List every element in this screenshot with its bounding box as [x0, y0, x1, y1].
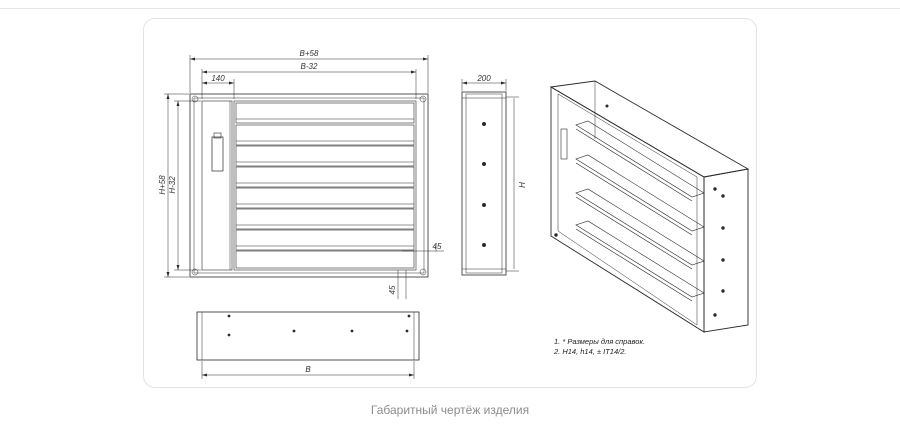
- technical-drawing: B+58 B-32 140 H+58 H-32 45 45 200 H B 1.…: [158, 49, 750, 379]
- drawing-card: B+58 B-32 140 H+58 H-32 45 45 200 H B 1.…: [143, 18, 757, 388]
- dim-label-200: 200: [476, 74, 491, 83]
- top-divider: [0, 8, 900, 9]
- side-dimensions: [461, 79, 515, 269]
- side-view: [461, 91, 519, 276]
- drawing-caption: Габаритный чертёж изделия: [370, 403, 530, 417]
- drawing-note-2: 2. H14, h14, ± IT14/2.: [553, 347, 627, 356]
- dim-label-b58: B+58: [300, 49, 319, 58]
- dim-label-h: H: [518, 182, 527, 188]
- dimension-arrows: [166, 57, 428, 277]
- front-dimensions: [164, 55, 444, 299]
- isometric-view: [549, 80, 750, 333]
- dim-label-45-right: 45: [433, 242, 442, 251]
- dim-label-b32: B-32: [301, 62, 318, 71]
- top-dimensions: [201, 361, 415, 379]
- dim-label-45-bottom: 45: [388, 285, 397, 294]
- dim-label-b: B: [305, 365, 311, 374]
- front-view: [189, 93, 429, 278]
- dim-label-140: 140: [211, 74, 225, 83]
- dim-label-h32: H-32: [168, 176, 177, 194]
- dim-label-h58: H+58: [158, 175, 167, 195]
- isometric-blades: [575, 120, 705, 302]
- front-blades: [235, 102, 415, 269]
- top-view: [196, 311, 420, 361]
- drawing-note-1: 1. * Размеры для справок.: [554, 337, 645, 346]
